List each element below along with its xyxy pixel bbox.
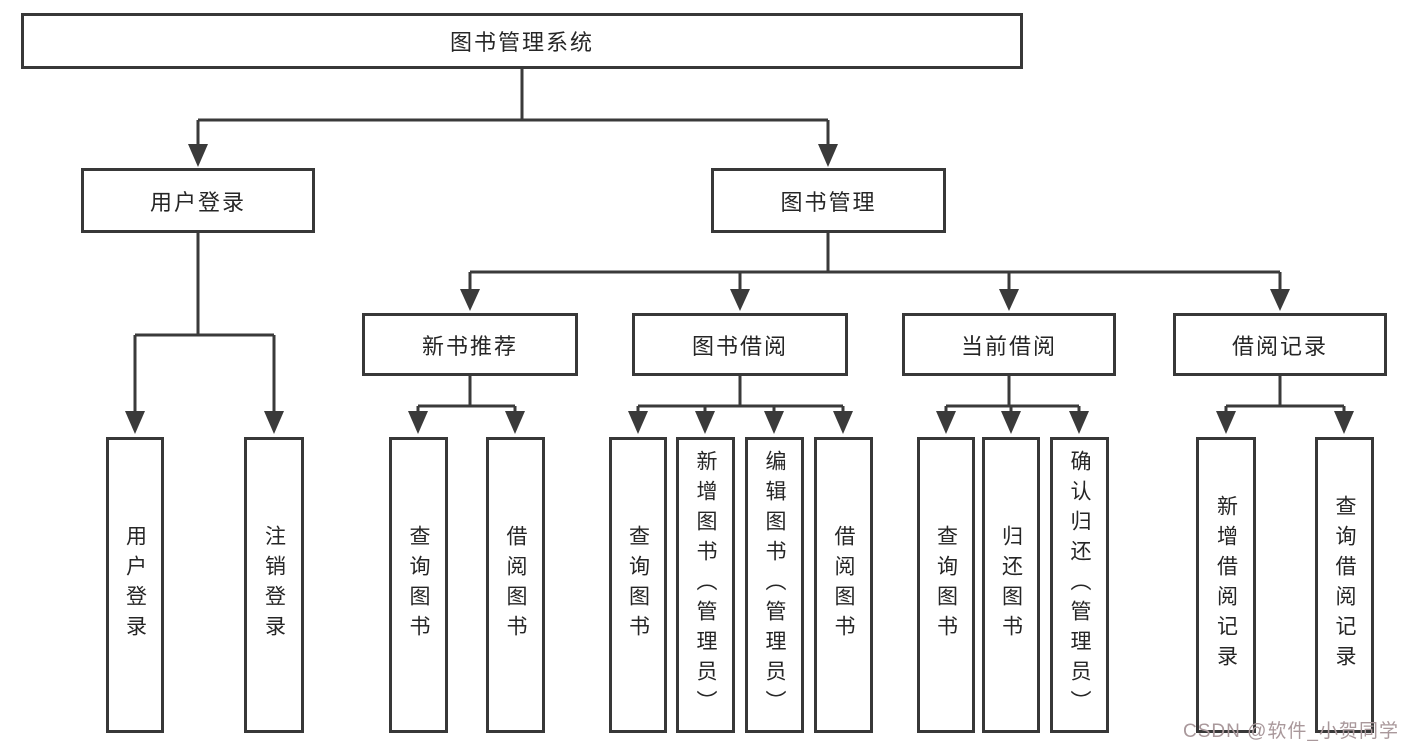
leaf-label: 注销登录 bbox=[262, 525, 286, 645]
leaf-confirm-return-admin: 确认归还（管理员） bbox=[1050, 437, 1109, 733]
node-borrow-records: 借阅记录 bbox=[1173, 313, 1387, 376]
node-book-borrow: 图书借阅 bbox=[632, 313, 848, 376]
node-label: 图书管理系统 bbox=[449, 30, 594, 55]
leaf-label: 借阅图书 bbox=[504, 525, 527, 645]
leaf-return-book: 归还图书 bbox=[982, 437, 1040, 733]
leaf-label: 查询借阅记录 bbox=[1333, 495, 1356, 675]
node-label: 借阅记录 bbox=[1231, 333, 1328, 359]
leaf-search-book-borrow: 查询图书 bbox=[609, 437, 667, 733]
leaf-user-login: 用户登录 bbox=[106, 437, 164, 733]
leaf-search-book-current: 查询图书 bbox=[917, 437, 975, 733]
leaf-label: 查询图书 bbox=[626, 525, 650, 645]
node-label: 当前借阅 bbox=[960, 333, 1057, 359]
leaf-borrow-book-recommend: 借阅图书 bbox=[486, 437, 545, 733]
node-library-management-system: 图书管理系统 bbox=[21, 13, 1023, 69]
leaf-label: 编辑图书（管理员） bbox=[763, 450, 786, 720]
node-label: 图书管理 bbox=[780, 189, 877, 215]
leaf-label: 确认归还（管理员） bbox=[1068, 450, 1091, 720]
node-new-book-recommend: 新书推荐 bbox=[362, 313, 578, 376]
leaf-add-borrow-record: 新增借阅记录 bbox=[1196, 437, 1256, 733]
csdn-watermark: CSDN @软件_小贺同学 bbox=[1183, 721, 1399, 742]
leaf-search-book-recommend: 查询图书 bbox=[389, 437, 448, 733]
node-user-login: 用户登录 bbox=[81, 168, 315, 233]
leaf-label: 借阅图书 bbox=[832, 525, 855, 645]
node-current-borrow: 当前借阅 bbox=[902, 313, 1116, 376]
leaf-search-borrow-record: 查询借阅记录 bbox=[1315, 437, 1374, 733]
leaf-logout-login: 注销登录 bbox=[244, 437, 304, 733]
leaf-add-book-admin: 新增图书（管理员） bbox=[676, 437, 735, 733]
leaf-label: 新增图书（管理员） bbox=[694, 450, 717, 720]
node-label: 用户登录 bbox=[149, 189, 246, 215]
leaf-label: 新增借阅记录 bbox=[1214, 495, 1238, 675]
leaf-label: 查询图书 bbox=[934, 525, 958, 645]
node-label: 新书推荐 bbox=[421, 333, 518, 359]
leaf-label: 用户登录 bbox=[123, 525, 147, 645]
leaf-edit-book-admin: 编辑图书（管理员） bbox=[745, 437, 804, 733]
leaf-label: 查询图书 bbox=[407, 525, 430, 645]
arrowheads bbox=[125, 144, 1354, 434]
node-label: 图书借阅 bbox=[691, 333, 788, 359]
leaf-label: 归还图书 bbox=[999, 525, 1023, 645]
node-book-management: 图书管理 bbox=[711, 168, 946, 233]
leaf-borrow-book: 借阅图书 bbox=[814, 437, 873, 733]
